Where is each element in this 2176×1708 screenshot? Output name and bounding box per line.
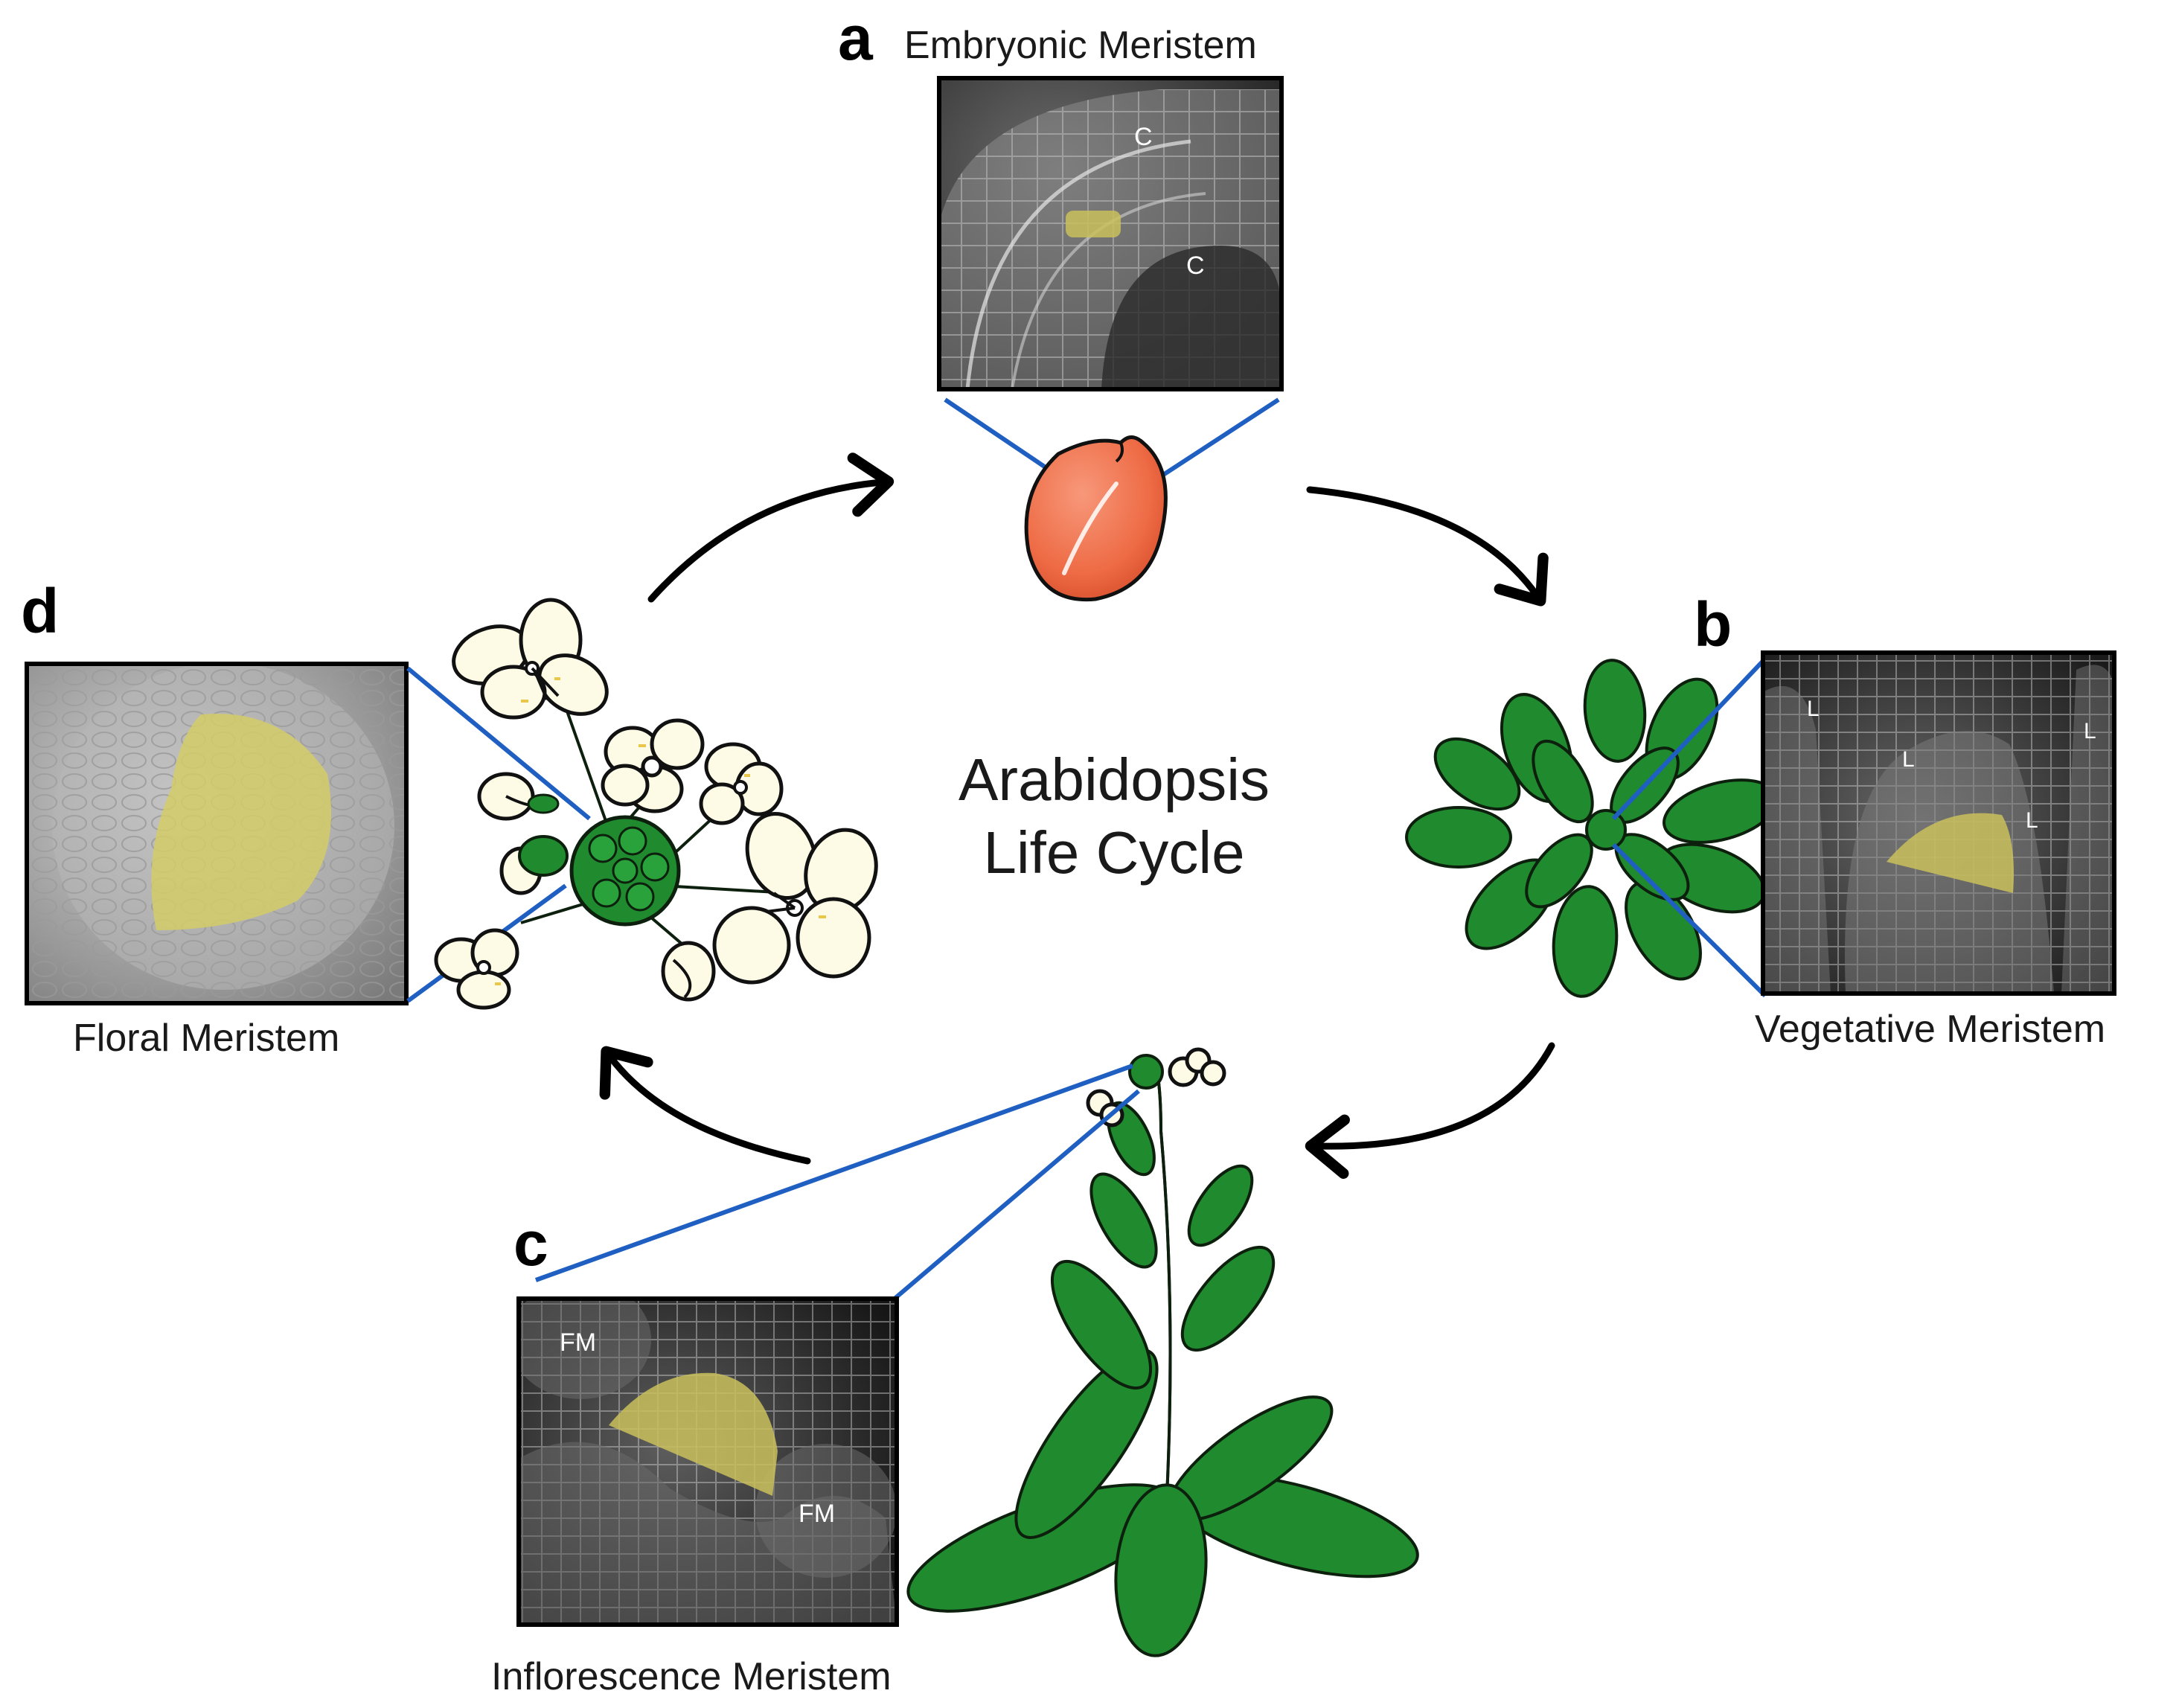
caption-floral-meristem: Floral Meristem (73, 1017, 339, 1060)
floral-meristem-label: FM (799, 1500, 835, 1528)
cotyledon-label: C (1186, 252, 1205, 280)
cycle-arrow-icon (1306, 486, 1549, 607)
center-title: Arabidopsis Life Cycle (959, 746, 1270, 886)
panel-letter-c: c (513, 1209, 548, 1279)
flowering-plant-icon (906, 1047, 1419, 1657)
panel-c: c (491, 1047, 1419, 1698)
cycle-arrow-icon (1305, 1042, 1555, 1179)
micrograph-frame (25, 662, 409, 1005)
panel-b: b L L (1405, 589, 2116, 1051)
leaf-primordium-label: L (2084, 719, 2096, 743)
panel-letter-b: b (1694, 589, 1732, 659)
panel-a: a Embryonic Meristem C C (838, 3, 1284, 602)
meristem-highlight (1887, 813, 2014, 893)
inflorescence-micrograph: FM FM (519, 1299, 897, 1625)
vegetative-micrograph: L L L L (1763, 653, 2114, 994)
meristem-highlight (151, 714, 331, 930)
cotyledon-label: C (1134, 123, 1153, 151)
panel-d: d Floral Meristem (21, 576, 878, 1060)
cycle-arrow-icon (647, 452, 895, 603)
meristem-highlight (609, 1372, 778, 1496)
floral-sem-micrograph (27, 664, 406, 1003)
zoom-line (944, 397, 1049, 471)
zoom-line (1611, 842, 1767, 998)
rosette-plant-icon (1405, 659, 1779, 998)
floral-meristem-label: FM (560, 1328, 596, 1357)
micrograph-frame (937, 76, 1284, 391)
title-line-1: Arabidopsis (959, 746, 1270, 813)
zoom-line (1611, 656, 1767, 821)
leaf-primordium-label: L (1807, 697, 1820, 721)
leaf-primordium-label: L (1902, 747, 1915, 772)
caption-vegetative-meristem: Vegetative Meristem (1755, 1008, 2105, 1051)
embryonic-micrograph: C C (939, 78, 1281, 389)
cycle-arrow-icon (599, 1046, 811, 1165)
zoom-line (893, 1089, 1140, 1301)
title-line-2: Life Cycle (983, 819, 1244, 886)
panel-letter-d: d (21, 576, 59, 646)
micrograph-frame (1761, 650, 2116, 996)
micrograph-frame (516, 1296, 899, 1627)
leaf-primordium-label: L (2026, 808, 2038, 833)
zoom-line (534, 1063, 1134, 1282)
zoom-line (1159, 397, 1280, 479)
flower-cluster-icon (434, 598, 878, 1010)
panel-letter-a: a (838, 3, 874, 73)
caption-inflorescence-meristem: Inflorescence Meristem (491, 1655, 892, 1698)
zoom-line (406, 666, 591, 821)
seed-icon (1024, 435, 1168, 602)
caption-embryonic-meristem: Embryonic Meristem (904, 24, 1257, 67)
meristem-highlight (1066, 211, 1121, 237)
